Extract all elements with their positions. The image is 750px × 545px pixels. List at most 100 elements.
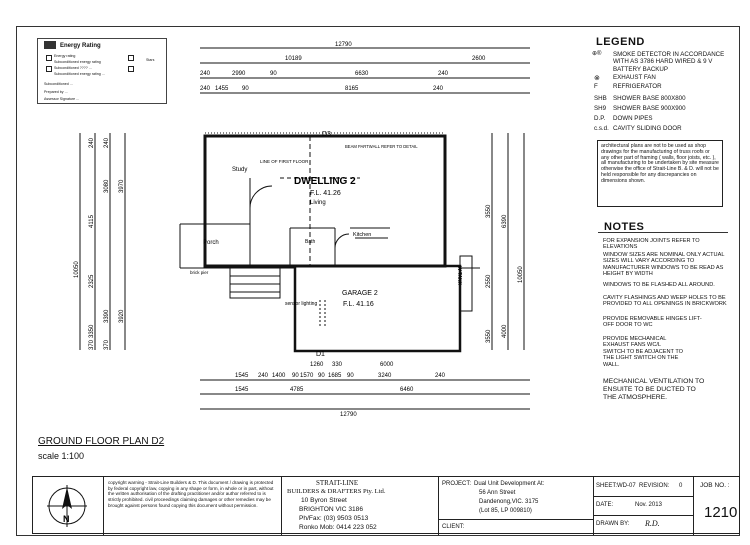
dim-bottom: 1545: [235, 373, 249, 379]
brick-pier-label: brick pier: [190, 270, 209, 275]
energy-line-5: Subconditioned ...: [44, 82, 73, 86]
sheet-value: WD-07: [617, 483, 636, 489]
dim-left: 370: [89, 339, 95, 350]
legend-code-dp: D.P.: [594, 115, 606, 122]
dim-top: 6630: [355, 71, 369, 77]
dim-right: 6390: [502, 214, 508, 228]
company-name-1: STRAIT-LINE: [316, 479, 359, 487]
legend-item-sh9: SHOWER BASE 900x900: [613, 105, 686, 112]
dim-right: 2550: [486, 274, 492, 288]
company-address-2: BRIGHTON VIC 3186: [299, 506, 364, 513]
porch-steps: [229, 267, 281, 299]
note-6: PROVIDE MECHANICAL EXHAUST FANS WC/L SWI…: [603, 336, 683, 368]
garage-label: GARAGE 2: [342, 290, 378, 297]
notes-divider: [598, 232, 728, 233]
dim-top: 2990: [232, 71, 246, 77]
drawing-frame: [16, 26, 740, 536]
company-address-1: 10 Byron Street: [301, 497, 347, 504]
dim-bottom: 1400: [272, 373, 286, 379]
energy-line-2: Subconditioned energy rating: [54, 60, 101, 64]
dim-bottom: 1545: [235, 387, 249, 393]
svg-text:N: N: [63, 514, 70, 524]
d1-label: D1: [316, 351, 325, 358]
dim-bottom: 330: [332, 362, 343, 368]
dim-right: 4000: [502, 324, 508, 338]
checkbox-icon: [46, 66, 52, 72]
dim-bottom: 240: [258, 373, 269, 379]
note-2: WINDOW SIZES ARE NOMINAL ONLY ACTUAL SIZ…: [603, 252, 725, 278]
company-mobile: Ronko Mob: 0414 223 052: [299, 524, 377, 531]
dim-left: 370: [104, 339, 110, 350]
note-1: FOR EXPANSION JOINTS REFER TO ELEVATIONS: [603, 238, 700, 251]
notes-title: NOTES: [604, 221, 645, 233]
bath-label: Bath: [305, 239, 316, 245]
dim-top-overall: 12790: [335, 42, 352, 48]
drawing-scale: scale 1:100: [38, 451, 85, 461]
project-line-2: 56 Ann Street: [479, 490, 516, 496]
water-tank: [459, 255, 473, 312]
dim-left: 3920: [119, 309, 125, 323]
dim-top: 10189: [285, 56, 302, 62]
sensor-label: sensor lighting: [285, 301, 317, 307]
project-line-4: (Lot 85, LP 009810): [479, 508, 532, 514]
legend-item-csd: CAVITY SLIDING DOOR: [613, 125, 682, 132]
dim-left: 3080: [104, 179, 110, 193]
dim-bottom: 240: [435, 373, 446, 379]
checkbox-icon: [128, 55, 134, 61]
kitchen-label: Kitchen: [353, 232, 371, 238]
legend-item-sd: SMOKE DETECTOR IN ACCORDANCE WITH AS 378…: [613, 51, 725, 73]
drawn-value: R.D.: [645, 519, 660, 528]
note-4: CAVITY FLASHINGS AND WEEP HOLES TO BE PR…: [603, 295, 727, 308]
date-value: Nov. 2013: [635, 502, 662, 508]
project-line-1: Dual Unit Development At:: [474, 481, 545, 487]
copyright-text: copyright warning - Strait-Line Builders…: [108, 480, 274, 508]
dim-left: 3390: [104, 309, 110, 323]
date-label: DATE:: [596, 502, 614, 508]
energy-line-3: Subconditioned ???? ...: [54, 66, 92, 70]
d3-label: D3: [322, 131, 331, 138]
legend-item-shb: SHOWER BASE 800x800: [613, 95, 686, 102]
legend-code-f: F: [594, 83, 598, 90]
dim-top: 90: [270, 71, 277, 77]
drawn-label: DRAWN BY:: [596, 521, 630, 527]
dim-bottom: 90: [318, 373, 325, 379]
job-label: JOB NO. :: [700, 482, 730, 489]
door-swing: [334, 233, 350, 249]
dim-left: 240: [89, 137, 95, 148]
dim-left: 240: [104, 137, 110, 148]
living-label: Living: [310, 200, 326, 206]
project-line-3: Dandenong,VIC. 3175: [479, 499, 539, 505]
dim-left: 10050: [74, 261, 80, 278]
dim-top: 240: [438, 71, 449, 77]
dim-bottom: 1570: [300, 373, 314, 379]
dwelling-label: DWELLING 2: [294, 176, 356, 187]
partition-label: BEAM PARTWALL REFER TO DETAIL: [345, 144, 418, 149]
legend-code-sh9: SH9: [594, 105, 607, 112]
dim-left: 3970: [119, 179, 125, 193]
smoke-detector-icon: ⊕®: [592, 51, 602, 57]
dim-top: 1455: [215, 86, 229, 92]
energy-rating-icon: [44, 41, 56, 49]
disclaimer-box: architectural plans are not to be used a…: [597, 140, 723, 207]
dim-left: 2325: [89, 274, 95, 288]
legend-code-csd: c.s.d.: [594, 125, 609, 132]
sheet-label: SHEET:: [596, 483, 618, 489]
legend-code-shb: SHB: [594, 95, 607, 102]
revision-value: 0: [679, 483, 683, 489]
dim-right: 3550: [486, 204, 492, 218]
garage-fl: F.L. 41.16: [343, 301, 374, 308]
dim-bottom: 1685: [328, 373, 342, 379]
dim-bottom: 6460: [400, 387, 414, 393]
disclaimer-text: architectural plans are not to be used a…: [601, 143, 719, 184]
dim-bottom: 90: [347, 373, 354, 379]
w-tank-label: W TANK: [456, 266, 462, 286]
legend-item-dp: DOWN PIPES: [613, 115, 653, 122]
energy-stars: Stars: [146, 58, 155, 62]
porch-label: Porch: [203, 240, 219, 246]
project-label: PROJECT:: [442, 481, 472, 487]
drawing-title: GROUND FLOOR PLAN D2: [38, 436, 165, 447]
energy-line-6: Prepared by ...: [44, 90, 68, 94]
dim-top: 90: [242, 86, 249, 92]
first-floor-label: LINE OF FIRST FLOOR: [260, 159, 309, 164]
energy-footer: Assessor Signature ...: [44, 97, 80, 101]
